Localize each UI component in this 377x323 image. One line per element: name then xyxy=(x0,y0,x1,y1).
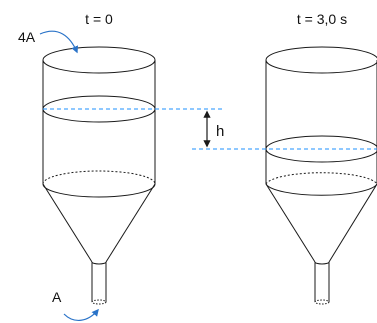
tank-left-cone-right xyxy=(105,183,156,263)
tank-right-cylinder-bottom xyxy=(265,183,377,196)
time-label-left: t = 0 xyxy=(85,11,113,27)
tank-left-cone-left xyxy=(42,183,93,263)
tank-right-cone-left xyxy=(265,183,316,263)
top-area-arrow xyxy=(39,30,78,54)
tank-right-pipe-mouth xyxy=(314,299,330,305)
time-label-right: t = 3,0 s xyxy=(297,11,347,27)
tank-right-cylinder-bottom-hidden xyxy=(265,172,377,185)
tank-left-pipe-top xyxy=(91,261,107,265)
tank-left-cylinder-bottom-hidden xyxy=(42,170,156,185)
tank-left-top-rim xyxy=(42,46,156,74)
tank-left xyxy=(42,46,156,305)
tank-left-cylinder-bottom xyxy=(42,183,156,198)
tank-right-cone-right xyxy=(328,183,377,263)
height-label: h xyxy=(216,123,224,140)
tank-left-pipe-mouth xyxy=(91,299,107,305)
tank-right xyxy=(265,46,377,305)
outlet-area-arrow xyxy=(63,308,99,321)
tank-right-top-rim xyxy=(265,46,377,74)
top-area-label: 4A xyxy=(18,29,36,45)
outlet-area-label: A xyxy=(52,289,62,305)
tank-right-pipe-top xyxy=(314,261,330,265)
